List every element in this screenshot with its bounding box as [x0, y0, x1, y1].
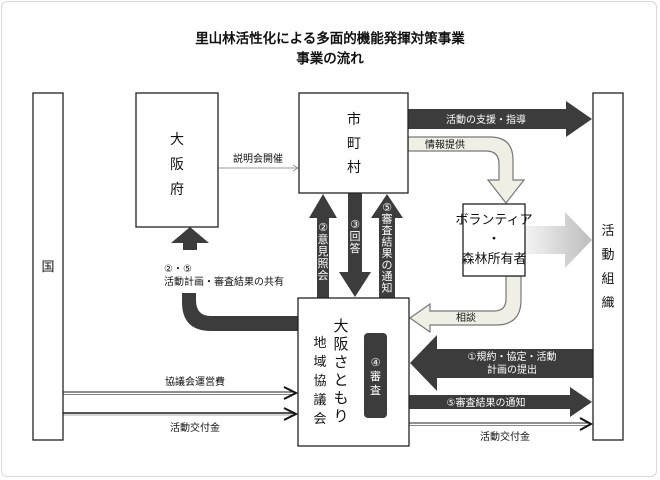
activity-organization-label-char: 組: [601, 272, 614, 287]
arrow-plan-sharing-label: 活動計画・審査結果の共有: [164, 275, 284, 288]
review-badge-label-char: ④: [371, 356, 381, 369]
arrow-grant-left-label: 活動交付金: [170, 421, 220, 434]
opinion-inquiry-label-char: ②: [318, 221, 328, 234]
arrow-support-guidance: 活動の支援・指導: [408, 101, 592, 137]
volunteer-label-2: ・: [487, 232, 500, 247]
arrow-grant-right-label: 活動交付金: [480, 430, 530, 443]
activity-organization-label-char: 動: [601, 248, 614, 263]
arrow-submission-label-1: ①規約・協定・活動: [468, 350, 557, 363]
council-label-col2-char: 会: [313, 412, 326, 427]
result-notice-vertical-label-char: 果: [382, 247, 393, 260]
arrow-council-operating-cost: 協議会運営費: [63, 375, 299, 400]
opinion-inquiry-label-char: 照: [318, 257, 329, 270]
arrow-submission: ①規約・協定・活動 計画の提出: [410, 335, 593, 391]
council-label-col2-char: 協: [313, 374, 326, 389]
arrow-result-notice-horizontal: ⑤審査結果の通知: [409, 387, 592, 417]
volunteer-label-1: ボランティア: [455, 213, 532, 228]
answer-label-char: 回: [350, 230, 361, 243]
review-badge-label-char: 審: [370, 369, 381, 383]
volunteer-label-3: 森林所有者: [461, 252, 526, 267]
node-volunteer-forest-owner: ボランティア ・ 森林所有者: [455, 203, 533, 277]
osaka-prefecture-label-char: 阪: [170, 157, 184, 173]
arrow-result-notice-horizontal-label: ⑤審査結果の通知: [447, 396, 526, 409]
council-label-col1-char: 阪: [333, 335, 348, 353]
result-notice-vertical-label-char: 結: [382, 235, 393, 249]
arrow-result-notice-vertical-label: ⑤審査結果の通知: [382, 201, 393, 295]
council-label-col1-char: と: [333, 371, 348, 389]
opinion-inquiry-label-char: 意: [318, 232, 329, 246]
review-badge-label-char: 査: [370, 383, 381, 397]
node-municipality: 市町村: [298, 92, 409, 194]
arrow-plan-sharing: ②・⑤ 活動計画・審査結果の共有: [164, 227, 298, 331]
result-notice-vertical-label-char: ⑤: [382, 201, 392, 214]
arrow-answer-label: ③回答: [350, 218, 361, 255]
arrow-submission-label-2: 計画の提出: [487, 363, 537, 376]
arrow-grant-left: 活動交付金: [63, 407, 299, 434]
opinion-inquiry-label-char: 会: [318, 269, 329, 282]
kuni-label-char: 国: [41, 260, 54, 275]
council-label-col1-char: 大: [333, 317, 348, 335]
node-kuni: 国: [32, 92, 64, 441]
result-notice-vertical-label-char: 審: [382, 212, 393, 226]
arrow-info-provision-label: 情報提供: [425, 138, 465, 151]
council-label-col1-char: さ: [333, 353, 348, 371]
arrow-grant-right: 活動交付金: [409, 417, 594, 443]
node-osaka-prefecture: 大阪府: [135, 92, 219, 228]
arrow-plan-sharing-number: ②・⑤: [164, 264, 192, 275]
arrow-briefing: 説明会開催: [218, 152, 299, 172]
answer-label-char: 答: [350, 241, 361, 255]
council-label-col2-char: 域: [313, 355, 326, 370]
arrow-briefing-label: 説明会開催: [233, 152, 283, 165]
arrow-consultation-label: 相談: [456, 311, 476, 324]
arrow-consultation: 相談: [408, 275, 522, 334]
municipality-label-char: 村: [347, 160, 361, 176]
result-notice-vertical-label-char: 通: [382, 270, 393, 283]
activity-organization-label-char: 織: [601, 296, 614, 311]
answer-label-char: ③: [350, 218, 360, 231]
activity-organization-label-char: 活: [601, 224, 614, 239]
municipality-label-char: 市: [347, 111, 361, 128]
result-notice-vertical-label-char: 知: [382, 281, 393, 295]
title-line1: 里山林活性化による多面的機能発揮対策事業: [195, 30, 465, 47]
municipality-label-char: 町: [347, 136, 361, 152]
arrow-support-guidance-label: 活動の支援・指導: [446, 113, 526, 126]
review-badge: [364, 333, 387, 418]
arrow-volunteer-to-organization: [525, 212, 592, 268]
council-label-col2-char: 地: [313, 336, 326, 351]
council-label-col2-char: 議: [313, 393, 326, 408]
osaka-prefecture-label-char: 府: [170, 182, 184, 198]
osaka-prefecture-label-char: 大: [170, 132, 184, 148]
result-notice-vertical-label-char: の: [382, 259, 393, 272]
arrow-result-notice-vertical: ⑤審査結果の通知: [371, 194, 403, 298]
arrow-council-operating-cost-label: 協議会運営費: [165, 375, 225, 388]
council-label-col1-char: も: [333, 389, 348, 407]
council-label-col1-char: り: [333, 407, 348, 425]
result-notice-vertical-label-char: 査: [382, 223, 393, 237]
title-line2: 事業の流れ: [296, 50, 364, 67]
opinion-inquiry-label-char: 見: [318, 245, 329, 258]
arrow-answer: ③回答: [339, 193, 371, 297]
arrow-info-provision: 情報提供: [407, 136, 526, 204]
